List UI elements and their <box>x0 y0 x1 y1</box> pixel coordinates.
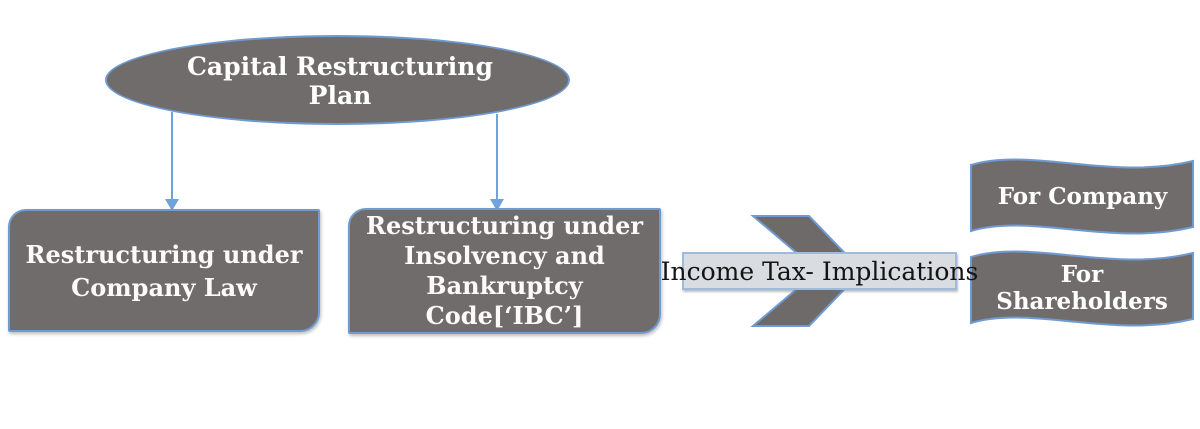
node-restructuring-ibc: Restructuring under Insolvency and Bankr… <box>348 208 661 334</box>
node-restructuring-company-law: Restructuring under Company Law <box>8 209 320 332</box>
wave-banner-shareholders-shape <box>970 250 1194 327</box>
node-capital-restructuring-plan <box>105 35 570 125</box>
connector-arrow-left <box>165 112 179 211</box>
connector-arrow-right <box>490 114 504 211</box>
callout-income-tax-implications: Income Tax- Implications <box>661 252 978 290</box>
wave-banner-company-shape <box>970 158 1194 235</box>
